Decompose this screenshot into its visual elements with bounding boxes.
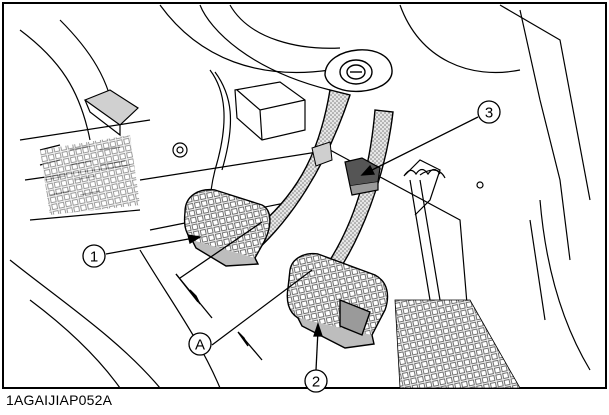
dimension-a-lines — [175, 221, 313, 361]
callout-1-label: 1 — [90, 249, 98, 266]
floor-mat-left — [40, 135, 140, 215]
figure-frame — [2, 2, 607, 389]
pedal-pad-1 — [183, 188, 271, 267]
callout-3: 3 — [477, 100, 501, 124]
pedal-pad-2 — [286, 252, 389, 349]
pedal-pivot-boss — [324, 49, 393, 93]
callout-2-label: 2 — [312, 374, 320, 391]
dimension-a-callout: A — [188, 332, 212, 356]
dimension-a-label: A — [195, 337, 205, 354]
callout-2: 2 — [304, 369, 328, 393]
floor-mat — [394, 299, 521, 389]
callout-3-label: 3 — [485, 105, 493, 122]
leader-lines — [105, 116, 479, 371]
figure-code: 1AGAIJIAP052A — [6, 392, 113, 408]
callout-1: 1 — [82, 244, 106, 268]
stopper-switch — [344, 157, 381, 196]
arm-bracket — [311, 141, 333, 167]
return-spring — [403, 168, 441, 177]
